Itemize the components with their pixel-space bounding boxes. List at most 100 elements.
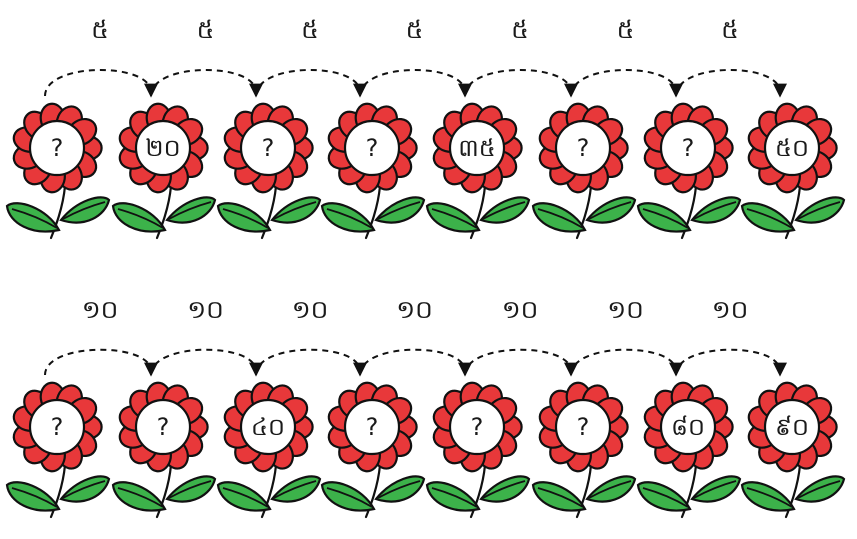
leaf-right: [690, 196, 742, 224]
leaf-right: [585, 475, 637, 503]
leaf-vein: [537, 487, 584, 508]
leaf-vein: [168, 201, 212, 220]
leaf-vein: [797, 480, 841, 499]
flower-number: ៥០: [775, 134, 809, 162]
leaf-vein: [797, 201, 841, 220]
flower: ?: [216, 102, 322, 240]
leaf-left: [5, 202, 61, 233]
leaf-vein: [693, 480, 737, 499]
leaf-left: [216, 202, 272, 233]
flower: ៥០: [740, 102, 846, 240]
leaf-right: [165, 475, 217, 503]
flower-stem: [680, 184, 698, 240]
flower-number: ៩០: [775, 413, 809, 441]
step-label: ៥: [617, 15, 635, 44]
leaf-left: [425, 481, 481, 512]
step-label: ៥: [721, 15, 739, 44]
leaf-vein: [693, 201, 737, 220]
flower-number: ?: [366, 413, 379, 441]
leaf-vein: [62, 201, 106, 220]
leaf-right: [165, 196, 217, 224]
flower-number: ?: [51, 413, 64, 441]
flower-number: ?: [157, 413, 170, 441]
leaf-left: [531, 481, 587, 512]
leaf-left: [320, 202, 376, 233]
leaf-vein: [588, 480, 632, 499]
flower-center: [448, 119, 506, 177]
flower-stem: [155, 184, 173, 240]
leaf-left: [320, 481, 376, 512]
leaf-right: [270, 196, 322, 224]
jump-arrow: [464, 69, 578, 98]
step-label: ៥: [197, 15, 215, 44]
leaf-right: [59, 475, 111, 503]
step-label: ៥: [511, 15, 529, 44]
step-label: ៥: [301, 15, 319, 44]
jump-arrow: [44, 348, 158, 377]
leaf-left: [636, 202, 692, 233]
jump-arrow: [359, 348, 472, 377]
flower-center: [134, 398, 192, 456]
leaf-left: [216, 481, 272, 512]
leaf-vein: [273, 480, 317, 499]
leaf-right: [794, 475, 846, 503]
jump-arrow: [44, 69, 158, 98]
flower-number: ២០: [145, 134, 180, 162]
jump-arrow: [359, 69, 472, 98]
flower-stem: [260, 463, 278, 519]
leaf-vein: [537, 208, 584, 229]
flower-center: [763, 119, 821, 177]
leaf-vein: [273, 201, 317, 220]
leaf-left: [111, 202, 167, 233]
flower: ?: [531, 381, 637, 519]
leaf-vein: [117, 208, 164, 229]
flower-center: [28, 398, 86, 456]
flower: ៨០: [636, 381, 742, 519]
flower-stem: [155, 463, 173, 519]
flower: ៩០: [740, 381, 846, 519]
leaf-right: [479, 196, 531, 224]
flower: ?: [320, 381, 426, 519]
leaf-vein: [642, 208, 689, 229]
flower-center: [239, 398, 297, 456]
flower-stem: [784, 463, 802, 519]
flower: ?: [5, 381, 111, 519]
leaf-left: [740, 481, 796, 512]
step-label: ១០: [712, 295, 749, 324]
leaf-vein: [117, 487, 164, 508]
flower-center: [343, 398, 401, 456]
leaf-vein: [431, 208, 478, 229]
leaf-right: [374, 475, 426, 503]
flower-number: ?: [682, 134, 695, 162]
leaf-vein: [482, 201, 526, 220]
leaf-right: [794, 196, 846, 224]
flower: ?: [425, 381, 531, 519]
flower-number: ៤០: [251, 413, 285, 441]
leaf-left: [531, 202, 587, 233]
flower-center: [763, 398, 821, 456]
flower: ៣៥: [425, 102, 531, 240]
leaf-right: [690, 475, 742, 503]
flower-stem: [575, 463, 593, 519]
flower-number: ?: [471, 413, 484, 441]
leaf-vein: [62, 480, 106, 499]
flower-center: [554, 119, 612, 177]
step-label: ១០: [502, 295, 539, 324]
leaf-right: [374, 196, 426, 224]
flower-stem: [260, 184, 278, 240]
jump-arrow: [570, 348, 683, 377]
flower: ?: [636, 102, 742, 240]
flower-stem: [784, 184, 802, 240]
flower-stem: [364, 463, 382, 519]
flower-stem: [364, 184, 382, 240]
flower-stem: [49, 184, 67, 240]
flower-stem: [680, 463, 698, 519]
flower-center: [659, 119, 717, 177]
leaf-vein: [642, 487, 689, 508]
flower: ?: [5, 102, 111, 240]
jump-arrow: [255, 348, 367, 377]
flower: ?: [531, 102, 637, 240]
flower: ?: [111, 381, 217, 519]
leaf-vein: [377, 201, 421, 220]
